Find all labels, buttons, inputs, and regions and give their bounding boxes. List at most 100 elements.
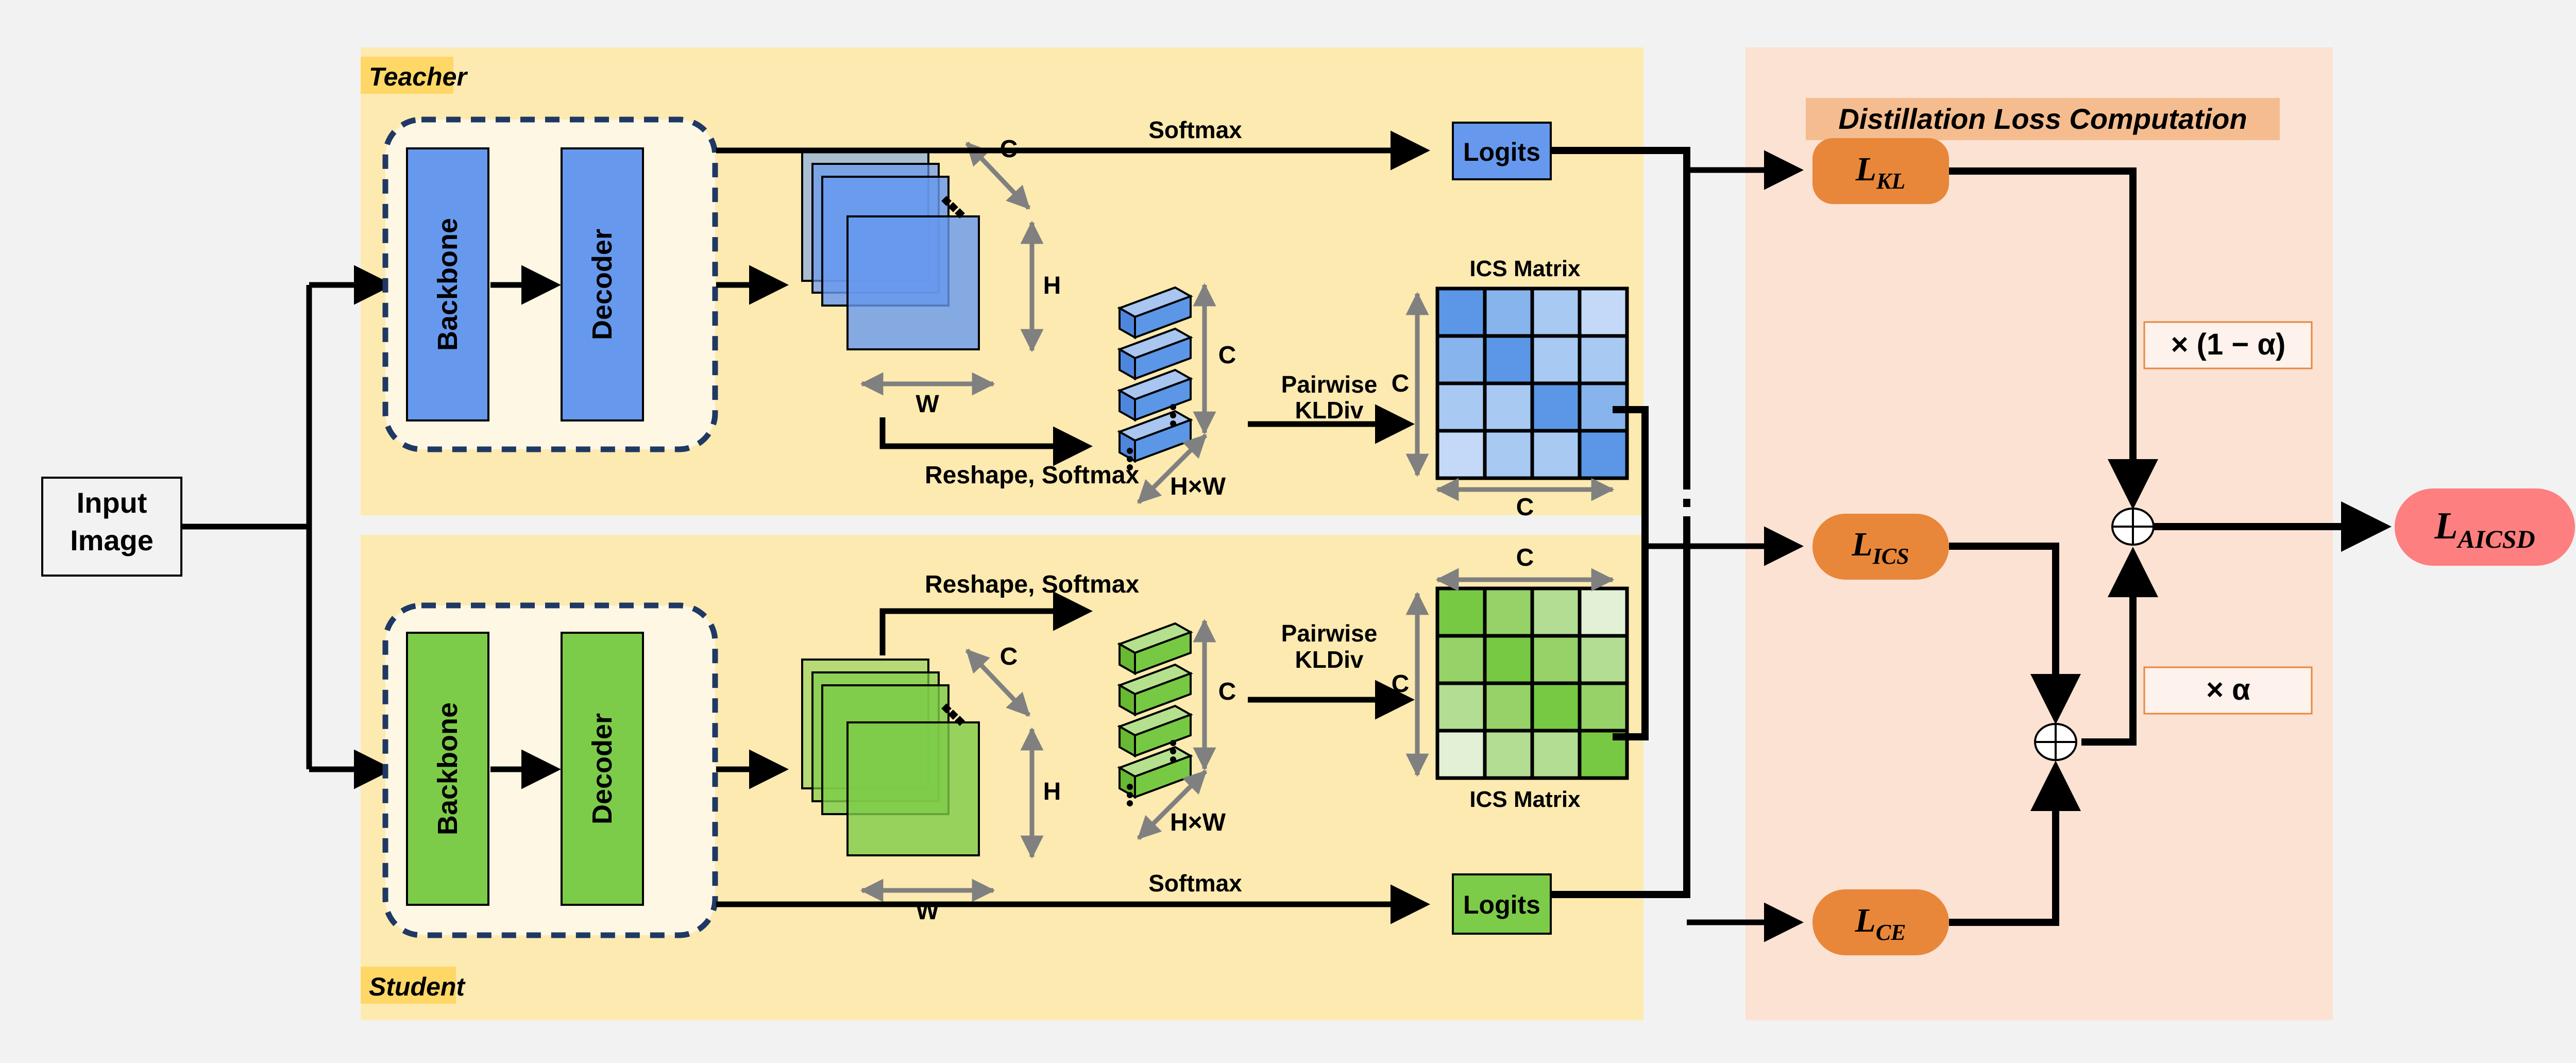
ics-loss-label: LICS [1851,526,1909,569]
ce-loss-label: LCE [1854,902,1906,945]
teacher-ics-cell [1435,381,1487,433]
student-backbone-box[interactable] [406,632,489,906]
teacher-dim-w-label: W [916,391,939,418]
student-strip-ellipsis [1127,740,1176,806]
teacher-ics-cell [1530,429,1582,480]
teacher-ics-to-ics-loss-path [1613,406,1649,546]
teacher-ics-cell [1578,429,1629,480]
teacher-ics-cell [1578,334,1629,385]
student-ics-to-ics-loss-path [1613,546,1649,740]
input-branch-line [181,285,312,769]
teacher-pairwise-label-line2: KLDiv [1295,397,1364,424]
teacher-dim-h-label: H [1043,272,1061,299]
loss-title-badge-bg [1806,98,2280,140]
alpha-box [2143,666,2313,715]
student-ics-cell [1435,729,1487,780]
student-reshape-label: Reshape, Softmax [925,571,1139,598]
student-ics-cell [1578,634,1629,685]
student-ics-cell [1483,681,1534,733]
teacher-backbone-box[interactable] [406,147,489,421]
one-minus-alpha-label: × (1 − α) [2171,328,2286,361]
teacher-stack-ellipsis-dots [941,196,965,218]
teacher-strip-hw-label: H×W [1170,473,1226,500]
student-strip-bars [1117,622,1193,799]
student-dim-c-arrow [965,648,1031,717]
teacher-logits-box[interactable] [1452,122,1552,180]
alpha-label: × α [2206,673,2250,706]
teacher-decoder-box[interactable] [561,147,644,421]
lower-sum-to-upper-sum-path [2081,547,2158,746]
student-ics-cell [1530,681,1582,733]
student-ics-cell [1578,586,1629,638]
teacher-feature-map-stack [801,151,980,350]
kl-bus-upper-segment [1551,147,1690,479]
kl-loss-pill[interactable] [1812,138,1949,204]
student-logits-box[interactable] [1452,873,1552,935]
aicsd-output-label: LAICSD [2434,505,2535,553]
teacher-dim-c-arrow [965,141,1031,210]
student-ics-cell [1435,586,1487,638]
ce-to-lower-sum-path [1949,761,2081,926]
student-pairwise-label-line2: KLDiv [1295,646,1364,673]
upper-summation-node [2111,508,2155,546]
teacher-softmax-label: Softmax [1148,116,1242,143]
aicsd-output-pill[interactable] [2395,488,2575,566]
student-logits-label: Logits [1463,890,1540,919]
student-dim-c-label: C [1000,643,1018,670]
teacher-ics-cell [1483,381,1534,433]
student-strip-c-label: C [1218,678,1236,705]
teacher-ics-cell [1483,429,1534,480]
student-decoder-box[interactable] [561,632,644,906]
teacher-strip-c-label: C [1218,342,1236,369]
teacher-ics-axis-bottom-label: C [1516,494,1534,521]
student-ics-cell [1530,729,1582,780]
student-stack-ellipsis-dots [941,703,965,726]
student-ics-cell [1435,634,1487,685]
ics-loss-pill[interactable] [1812,514,1949,580]
input-image-label-line2: Image [70,524,154,556]
teacher-backbone-label: Backbone [432,218,463,351]
student-ics-cell [1483,729,1534,780]
student-ics-cell [1483,586,1534,638]
student-ics-cell [1578,729,1629,780]
student-ics-cell [1578,681,1629,733]
teacher-ics-matrix [1435,286,1629,480]
teacher-reshape-label: Reshape, Softmax [925,462,1139,489]
student-strip-hw-label: H×W [1170,809,1226,836]
student-ics-title: ICS Matrix [1469,787,1581,812]
student-softmax-label: Softmax [1148,870,1242,897]
student-ics-cell [1435,681,1487,733]
input-image-label-line1: Input [77,486,147,519]
one-minus-alpha-box [2143,321,2313,369]
student-reshape-path [879,591,1093,655]
teacher-ics-cell [1483,334,1534,385]
teacher-logits-label: Logits [1463,138,1540,166]
teacher-reshape-path [879,417,1093,466]
teacher-ics-cell [1435,429,1487,480]
student-ics-cell [1483,634,1534,685]
teacher-ics-title: ICS Matrix [1469,256,1581,281]
student-ics-cell [1530,634,1582,685]
teacher-ics-cell [1530,286,1582,338]
student-dim-h-label: H [1043,778,1061,805]
student-strip-hw-arrow [1137,769,1208,840]
teacher-decoder-label: Decoder [587,229,618,340]
kl-bus-lower-segment [1551,526,1690,898]
student-pairwise-label-line1: Pairwise [1281,620,1378,647]
teacher-ics-cell [1435,334,1487,385]
teacher-ics-cell [1483,286,1534,338]
ce-loss-pill[interactable] [1812,889,1949,955]
teacher-strip-hw-arrow [1137,433,1208,504]
student-feature-map-stack [801,659,980,856]
student-decoder-label: Decoder [587,713,618,824]
teacher-ics-axis-left-label: C [1392,370,1410,397]
teacher-strip-ellipsis [1127,404,1176,470]
loss-panel-title: Distillation Loss Computation [1838,103,2247,135]
teacher-ics-cell [1530,381,1582,433]
kl-loss-label: LKL [1855,150,1906,194]
teacher-ics-cell [1435,286,1487,338]
teacher-badge-label: Teacher [369,62,468,91]
kl-to-upper-sum-path [1949,167,2158,510]
